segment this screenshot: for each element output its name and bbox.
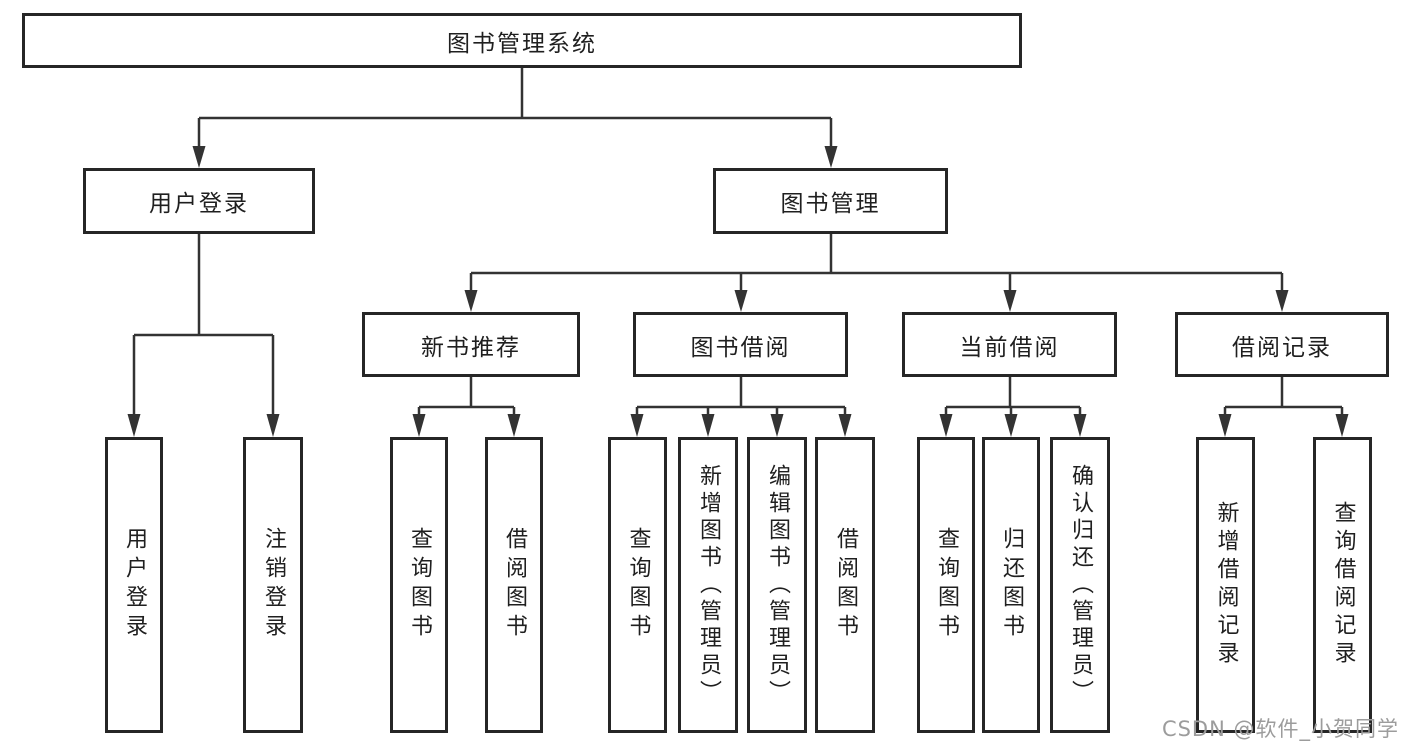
leaf-add-borrow-record: 新增借阅记录 (1196, 437, 1255, 733)
node-borrowing-records-label: 借阅记录 (1232, 334, 1332, 361)
node-borrowing-records: 借阅记录 (1175, 312, 1389, 377)
node-book-borrowing: 图书借阅 (633, 312, 848, 377)
arrowheads (127, 146, 1349, 437)
csdn-watermark: CSDN @软件_小贺同学 (1161, 717, 1399, 741)
node-new-book-recommend-label: 新书推荐 (421, 334, 521, 361)
node-current-borrowing-label: 当前借阅 (959, 334, 1060, 361)
node-root-system: 图书管理系统 (22, 13, 1022, 68)
leaf-edit-books-admin: 编辑图书（管理员） (747, 437, 807, 733)
leaf-add-books-admin: 新增图书（管理员） (678, 437, 738, 733)
node-new-book-recommend: 新书推荐 (362, 312, 580, 377)
leaf-borrow-books-recommend: 借阅图书 (485, 437, 543, 733)
leaf-query-books-borrowing: 查询图书 (608, 437, 667, 733)
leaf-query-books-recommend: 查询图书 (390, 437, 448, 733)
leaf-query-books-current: 查询图书 (917, 437, 975, 733)
leaf-user-login: 用户登录 (105, 437, 163, 733)
node-root-system-label: 图书管理系统 (447, 30, 597, 57)
node-current-borrowing: 当前借阅 (902, 312, 1117, 377)
leaf-logout: 注销登录 (243, 437, 303, 733)
node-user-login-label: 用户登录 (149, 191, 249, 217)
leaf-borrow-books: 借阅图书 (815, 437, 875, 733)
node-user-login: 用户登录 (83, 168, 315, 234)
node-book-management-label: 图书管理 (780, 191, 881, 217)
leaf-confirm-return-admin: 确认归还（管理员） (1050, 437, 1110, 733)
leaf-return-books: 归还图书 (982, 437, 1040, 733)
node-book-management: 图书管理 (713, 168, 948, 234)
node-book-borrowing-label: 图书借阅 (690, 334, 791, 361)
leaf-query-borrow-record: 查询借阅记录 (1313, 437, 1372, 733)
